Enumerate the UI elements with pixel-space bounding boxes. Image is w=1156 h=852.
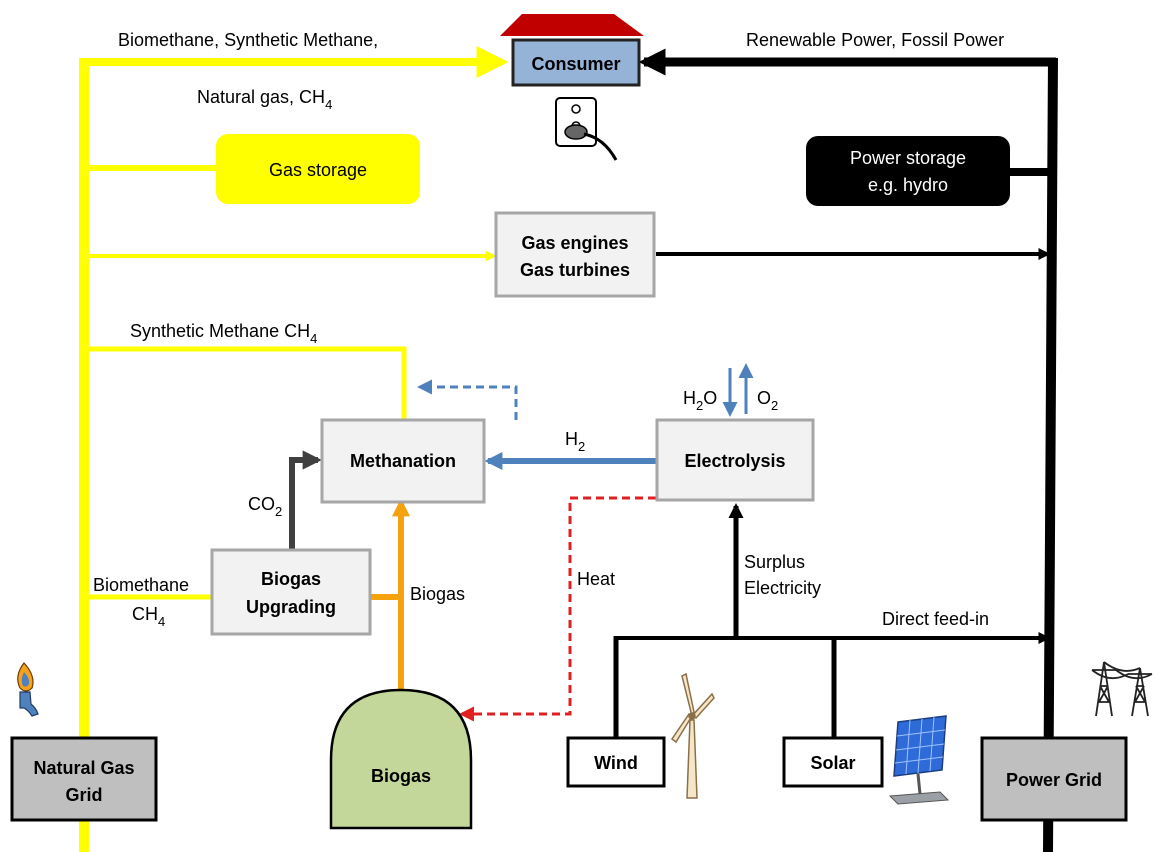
natural-gas-grid-label-2: Grid (65, 785, 102, 805)
h2-label: H2 (565, 429, 585, 454)
power-storage-label-2: e.g. hydro (868, 175, 948, 195)
wind-label: Wind (594, 753, 638, 773)
gas-engines-label-1: Gas engines (521, 233, 628, 253)
wind-turbine-icon (670, 672, 715, 799)
biogas-flow-label: Biogas (410, 584, 465, 604)
surplus-label-1: Surplus (744, 552, 805, 572)
consumer-box (511, 38, 641, 87)
power-grid-label: Power Grid (1006, 770, 1102, 790)
electrolysis-label: Electrolysis (684, 451, 785, 471)
consumer-node: Consumer (500, 14, 644, 87)
biogas-upgrading-label-2: Upgrading (246, 597, 336, 617)
solar-label: Solar (810, 753, 855, 773)
electrolysis-box (655, 418, 815, 502)
natural-gas-grid-box (10, 736, 158, 822)
gas-network (79, 46, 509, 852)
methanation-return-dashed-arrow (417, 379, 518, 420)
power-main-line (1043, 57, 1058, 852)
co2-arrow (289, 450, 322, 550)
solar-box (782, 736, 884, 788)
gas-engines-label-2: Gas turbines (520, 260, 630, 280)
synthetic-methane-line (84, 346, 407, 420)
heat-label: Heat (577, 569, 615, 589)
power-grid-box (980, 736, 1128, 822)
biogas-digester-label: Biogas (371, 766, 431, 786)
power-pylon-icon (1091, 661, 1153, 717)
power-network (613, 48, 1058, 852)
power-storage-label-1: Power storage (850, 148, 966, 168)
gas-storage-box (216, 134, 420, 204)
o2-label: O2 (757, 388, 778, 413)
h2o-label: H2O (683, 388, 717, 413)
co2-label: CO2 (248, 494, 282, 519)
biogas-upgrading-label-1: Biogas (261, 569, 321, 589)
top-power-label: Renewable Power, Fossil Power (746, 30, 1004, 50)
consumer-label: Consumer (531, 54, 620, 74)
natural-gas-label: Natural gas, CH4 (197, 87, 332, 112)
direct-feed-in-label: Direct feed-in (882, 609, 989, 629)
biogas-upgrading-box (210, 548, 372, 636)
gas-engines-box (494, 211, 656, 298)
natural-gas-grid-label-1: Natural Gas (33, 758, 134, 778)
surplus-label-2: Electricity (744, 578, 821, 598)
solar-panel-icon (888, 715, 950, 805)
outlet-icon (555, 97, 618, 161)
synthetic-methane-label: Synthetic Methane CH4 (130, 321, 317, 346)
methanation-label: Methanation (350, 451, 456, 471)
gas-storage-label: Gas storage (269, 160, 367, 180)
power-storage-box (806, 136, 1010, 206)
methanation-box (320, 418, 486, 504)
house-roof (500, 14, 644, 36)
ch4-label: CH4 (132, 604, 165, 629)
heat-dashed-arrow (459, 496, 656, 722)
gas-flame-icon (17, 662, 39, 717)
wind-box (566, 736, 666, 788)
biomethane-label: Biomethane (93, 575, 189, 595)
top-gas-label: Biomethane, Synthetic Methane, (118, 30, 378, 50)
biogas-digester (329, 688, 473, 830)
